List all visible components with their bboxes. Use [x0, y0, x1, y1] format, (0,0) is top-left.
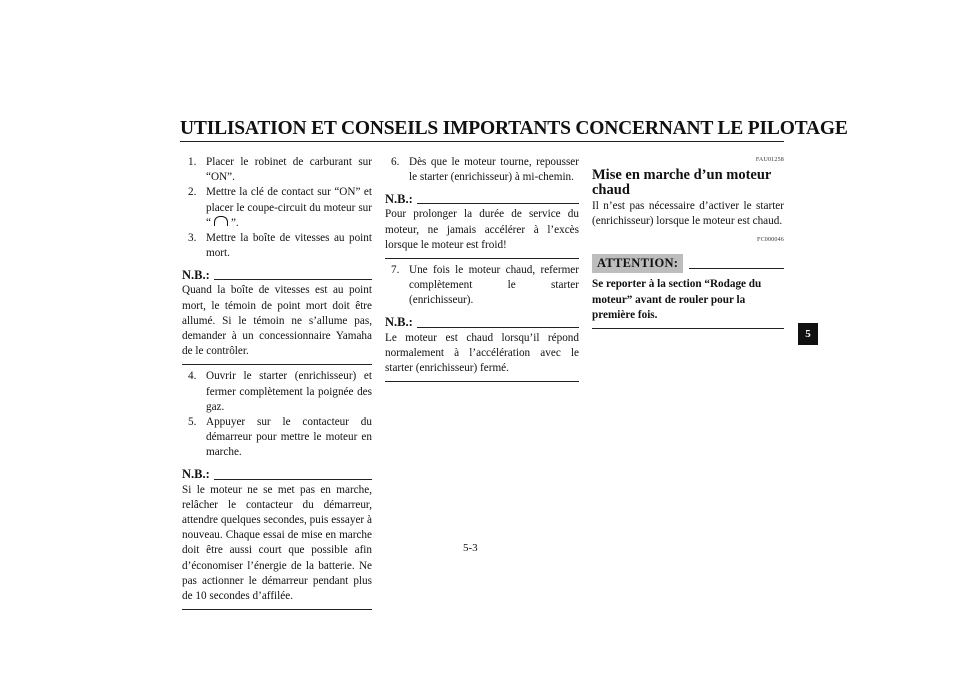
note-end-rule: [182, 609, 372, 611]
step-number: 4.: [188, 370, 197, 383]
list-item: 7. Une fois le moteur chaud, refermer com…: [385, 263, 579, 309]
column-right: FAU01258 Mise en marche d’un moteur chau…: [592, 153, 784, 330]
list-item: 5. Appuyer sur le contacteur du démarreur…: [182, 415, 372, 461]
list-item: 1. Placer le robinet de carburant sur “ON…: [182, 155, 372, 185]
note-header: N.B.:: [385, 315, 579, 331]
step-number: 5.: [188, 416, 197, 429]
page-title: UTILISATION ET CONSEILS IMPORTANTS CONCE…: [180, 118, 848, 139]
step-number: 2.: [188, 186, 197, 199]
chapter-tab: 5: [798, 323, 818, 345]
step-number: 6.: [391, 156, 400, 168]
step-text: Mettre la boîte de vitesses au point mor…: [206, 232, 372, 260]
page-number: 5-3: [463, 542, 478, 554]
list-item: 6. Dès que le moteur tourne, repousser le…: [385, 155, 579, 185]
steps-list-c: 6. Dès que le moteur tourne, repousser le…: [385, 155, 579, 185]
note-end-rule: [182, 364, 372, 366]
title-divider: [180, 141, 784, 142]
note-body: Pour prolonger la durée de service du mo…: [385, 208, 579, 251]
reference-code: FC000046: [757, 237, 784, 244]
column-left: 1. Placer le robinet de carburant sur “ON…: [182, 155, 372, 611]
step-number: 3.: [188, 232, 197, 245]
note-rule: [213, 279, 372, 281]
step-text: Dès que le moteur tourne, repousser le s…: [409, 156, 579, 184]
list-item: 4. Ouvrir le starter (enrichisseur) et fe…: [182, 369, 372, 415]
steps-list-b: 4. Ouvrir le starter (enrichisseur) et fe…: [182, 369, 372, 460]
attention-text: Se reporter à la section “Rodage du mote…: [592, 278, 762, 321]
note-rule: [416, 326, 579, 328]
note-rule: [213, 478, 372, 480]
step-text: Appuyer sur le contacteur du démarreur p…: [206, 416, 372, 459]
step-number: 1.: [188, 156, 197, 168]
note-label: N.B.:: [385, 315, 413, 330]
step-text: Une fois le moteur chaud, refermer compl…: [409, 264, 579, 307]
note-body: Quand la boîte de vitesses est au point …: [182, 284, 372, 358]
reference-code: FAU01258: [755, 157, 784, 163]
step-number: 7.: [391, 264, 400, 277]
note-label: N.B.:: [385, 192, 413, 207]
steps-list-a: 1. Placer le robinet de carburant sur “ON…: [182, 155, 372, 261]
note-label: N.B.:: [182, 268, 210, 283]
list-item: 2. Mettre la clé de contact sur “ON” et p…: [182, 185, 372, 231]
list-item: 3. Mettre la boîte de vitesses au point m…: [182, 231, 372, 261]
attention-header: ATTENTION:: [592, 254, 784, 274]
step-text: Mettre la clé de contact sur “ON” et pla…: [206, 186, 372, 229]
note-header: N.B.:: [182, 467, 372, 483]
note-body: Si le moteur ne se met pas en marche, re…: [182, 483, 372, 603]
step-text: Ouvrir le starter (enrichisseur) et ferm…: [206, 370, 372, 413]
step-text: Placer le robinet de carburant sur “ON”.: [206, 156, 372, 184]
step-text-end: ”.: [230, 216, 239, 229]
note-end-rule: [385, 258, 579, 260]
attention-end-rule: [592, 328, 784, 330]
steps-list-d: 7. Une fois le moteur chaud, refermer com…: [385, 263, 579, 309]
section-body: Il n’est pas nécessaire d’activer le sta…: [592, 199, 784, 227]
note-rule: [416, 203, 579, 205]
note-body: Le moteur est chaud lorsqu’il répond nor…: [385, 331, 579, 375]
note-end-rule: [385, 381, 579, 383]
note-label: N.B.:: [182, 467, 210, 482]
note-header: N.B.:: [385, 191, 579, 207]
run-symbol-icon: [213, 215, 228, 226]
attention-badge: ATTENTION:: [592, 254, 684, 274]
note-header: N.B.:: [182, 267, 372, 283]
attention-rule: [689, 268, 784, 270]
column-middle: 6. Dès que le moteur tourne, repousser le…: [385, 155, 579, 383]
section-heading: Mise en marche d’un moteur chaud: [592, 167, 772, 199]
